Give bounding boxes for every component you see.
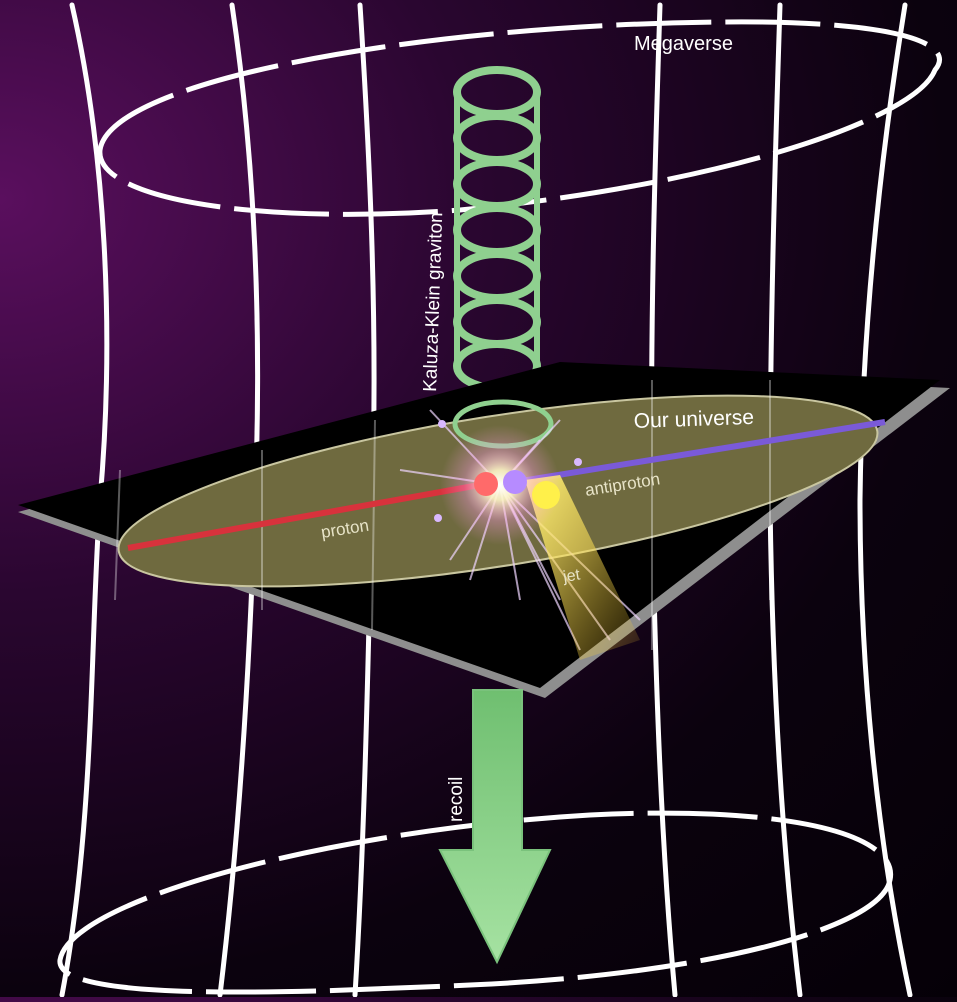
recoil-label: recoil [446,777,467,822]
graviton-label: Kaluza-Klein graviton [420,212,447,392]
jet-label: jet [561,566,582,586]
megaverse-label: Megaverse [634,33,733,55]
graviton-helix-coil [457,70,537,388]
our-universe-label: Our universe [633,406,754,433]
